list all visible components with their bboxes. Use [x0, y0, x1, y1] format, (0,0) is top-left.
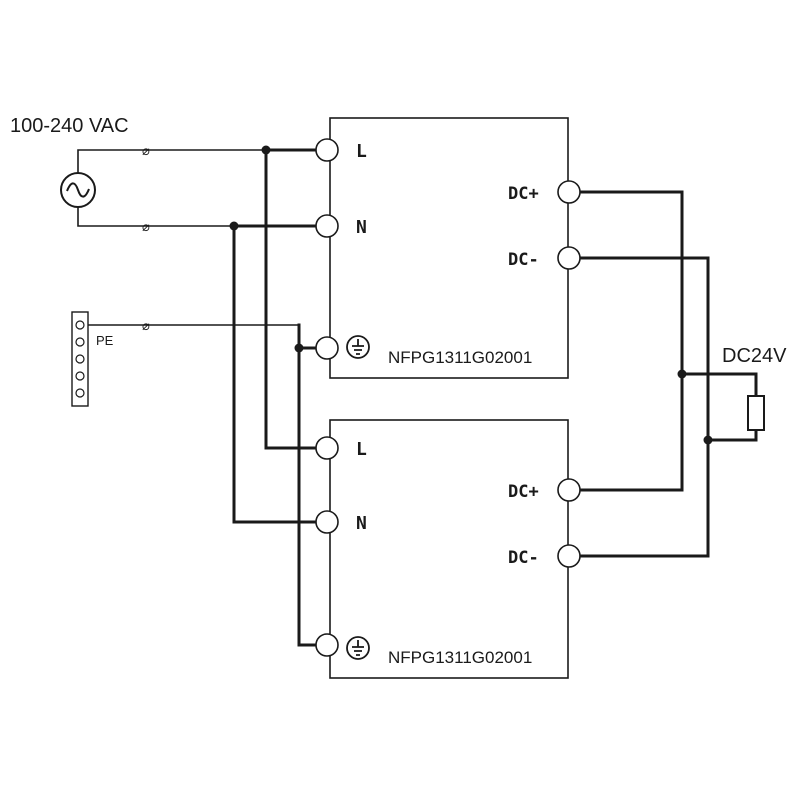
pe-terminal-strip-icon: [71, 311, 89, 407]
module1-ground-icon: [346, 335, 370, 359]
load-voltage-label: DC24V: [722, 345, 787, 367]
module1-terminal-dc-minus: [557, 246, 581, 270]
module1-label-dc-plus: DC+: [508, 184, 539, 204]
module2-terminal-dc-plus: [557, 478, 581, 502]
fuse-mark-pe: ⌀: [142, 319, 150, 334]
load-resistor-icon: [747, 395, 765, 431]
junction-dc-plus: [677, 369, 687, 379]
module2-label-dc-minus: DC-: [508, 548, 539, 568]
module2-terminal-n: [315, 510, 339, 534]
wire-source-l: [77, 149, 266, 173]
module1-terminal-pe: [315, 336, 339, 360]
module2-label-dc-plus: DC+: [508, 482, 539, 502]
module2-ground-icon: [346, 636, 370, 660]
module1-label-n: N: [356, 217, 367, 238]
wire-pe-bus: [297, 323, 318, 647]
module2-terminal-dc-minus: [557, 544, 581, 568]
module2-terminal-l: [315, 436, 339, 460]
wire-dc-plus-bus: [578, 190, 758, 492]
module1-label-l: L: [356, 141, 367, 162]
module2-label-l: L: [356, 439, 367, 460]
junction-dc-minus: [703, 435, 713, 445]
module1-terminal-l: [315, 138, 339, 162]
module2-terminal-pe: [315, 633, 339, 657]
fuse-mark-n: ⌀: [142, 220, 150, 235]
wire-l-bus: [264, 148, 318, 450]
junction-l: [261, 145, 271, 155]
module2-model-label: NFPG1311G02001: [388, 648, 532, 667]
wire-dc-minus-bus: [578, 256, 758, 558]
junction-n: [229, 221, 239, 231]
module1-label-dc-minus: DC-: [508, 250, 539, 270]
power-module-1: [329, 117, 569, 379]
source-voltage-label: 100-240 VAC: [10, 115, 129, 137]
wire-n-bus: [232, 224, 318, 524]
wire-source-n: [77, 207, 234, 227]
module1-terminal-n: [315, 214, 339, 238]
pe-label: PE: [96, 333, 114, 348]
module2-label-n: N: [356, 513, 367, 534]
module1-terminal-dc-plus: [557, 180, 581, 204]
junction-pe: [294, 343, 304, 353]
ac-source-icon: [60, 172, 96, 208]
fuse-mark-l: ⌀: [142, 144, 150, 159]
module1-model-label: NFPG1311G02001: [388, 348, 532, 367]
